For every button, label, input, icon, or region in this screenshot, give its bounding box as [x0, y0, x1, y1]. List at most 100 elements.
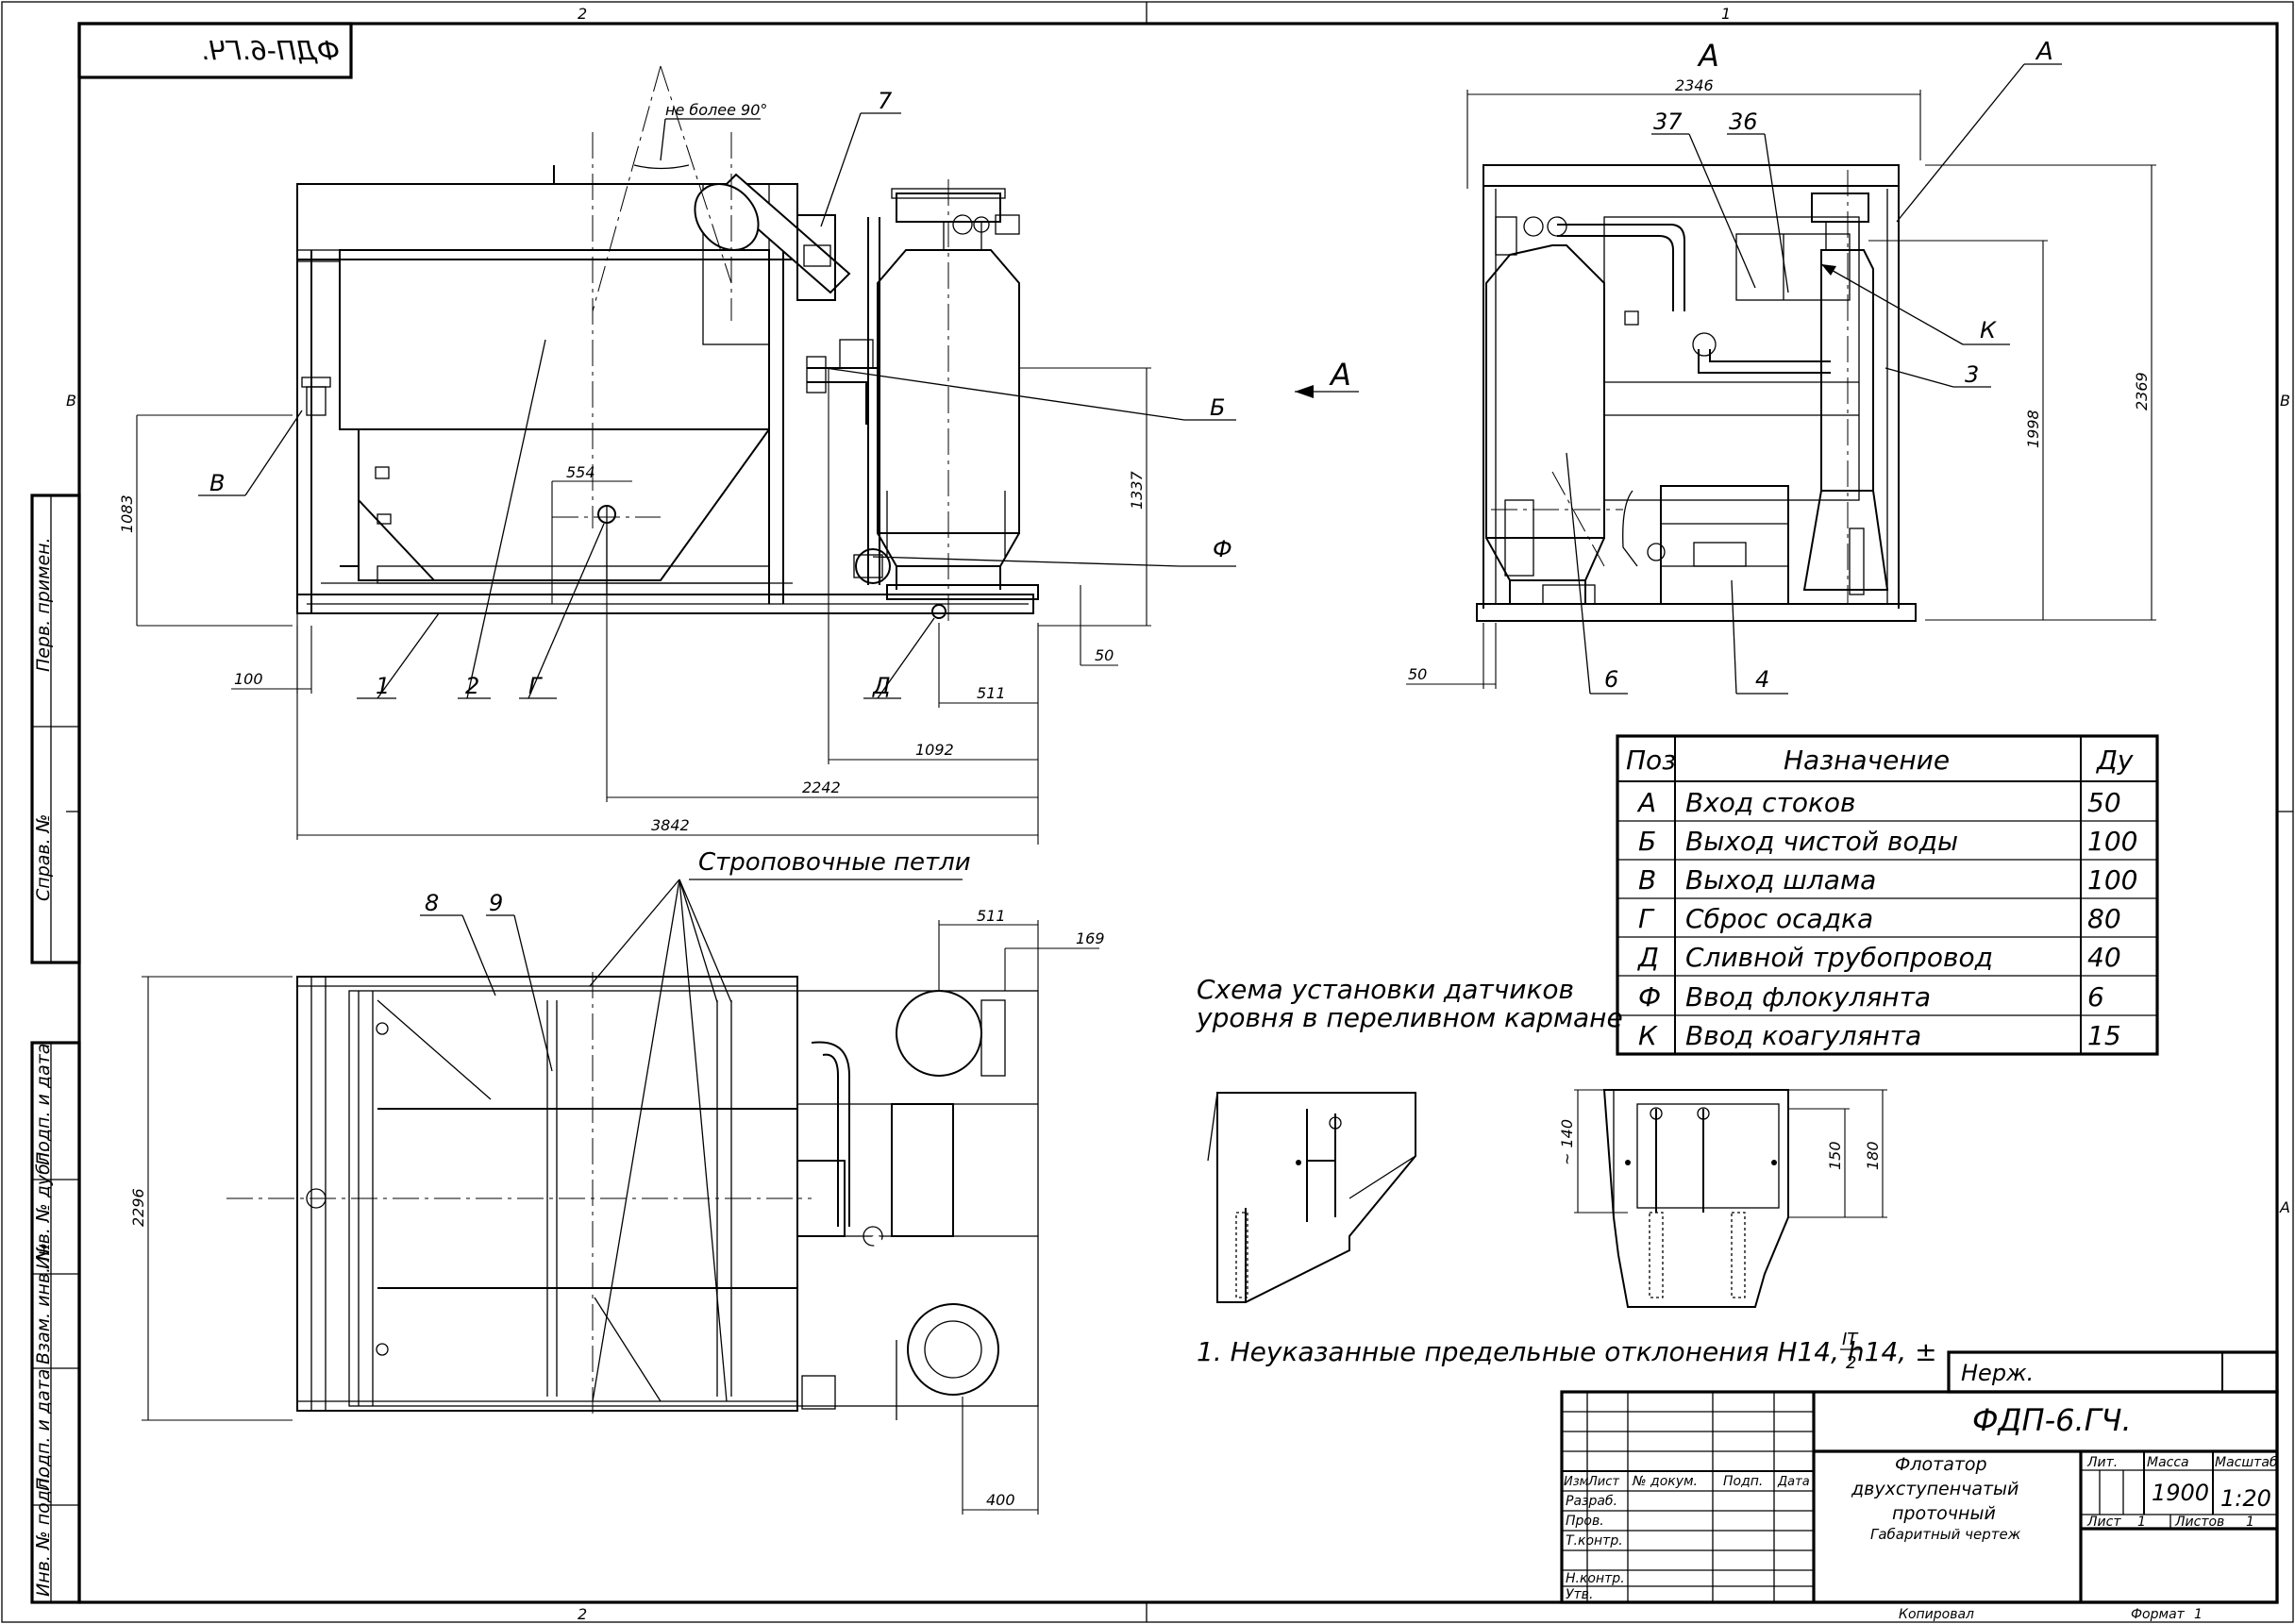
table-header-pos: Поз	[1626, 745, 1676, 776]
callout-9: 9	[489, 890, 503, 916]
table-row: Б Выход чистой воды 100	[1638, 826, 2137, 857]
callout-8: 8	[425, 890, 439, 916]
callout-36: 36	[1729, 109, 1758, 135]
callout-2: 2	[465, 673, 479, 699]
row-pos: Ф	[1638, 981, 1661, 1013]
row-razrab: Разраб.	[1566, 1494, 1617, 1509]
stamp-inv-podl: Инв. № подл.	[33, 1473, 54, 1597]
callout-F: Ф	[1213, 536, 1232, 562]
value-scale: 1:20	[2220, 1485, 2271, 1512]
mirrored-code-box: ФДП-6.ГЧ.	[77, 22, 353, 79]
callout-B: Б	[1210, 394, 1225, 421]
plan-view: 2296 511 169 400 Строповочные петли 8 9	[129, 848, 1105, 1515]
dim-511-plan: 511	[977, 907, 1006, 925]
title-designation: ФДП-6.ГЧ.	[1972, 1402, 2132, 1438]
row-pos: В	[1638, 864, 1656, 896]
dim-1998: 1998	[2024, 410, 2042, 448]
col-ndoc: № докум.	[1632, 1474, 1698, 1489]
title-name-3: проточный	[1892, 1503, 1996, 1524]
table-header-du: Ду	[2095, 745, 2134, 776]
label-massa: Масса	[2147, 1455, 2189, 1470]
label-format: Формат	[2131, 1607, 2186, 1622]
stamp-inv-dubl: Инв. № дубл.	[33, 1147, 54, 1269]
col-izm: Изм	[1564, 1475, 1589, 1489]
dim-2369: 2369	[2133, 372, 2151, 410]
dim-2242: 2242	[802, 779, 841, 796]
lifting-loops-label: Строповочные петли	[698, 848, 971, 877]
stamp-perv-primen: Перв. примен.	[33, 537, 54, 672]
front-view: не более 90° 1 2 Г Д В Б Ф 7 А	[118, 65, 1359, 845]
callout-G: Г	[528, 673, 543, 699]
dim-1337: 1337	[1128, 470, 1146, 510]
label-sheets: Листов	[2174, 1515, 2224, 1530]
callout-6: 6	[1604, 666, 1618, 693]
purpose-table: Поз Назначение Ду А Вход стоков 50 Б Вых…	[1616, 734, 2159, 1056]
tolerance-text: 1. Неуказанные предельные отклонения H14…	[1197, 1336, 1937, 1367]
table-row: К Ввод коагулянта 15	[1638, 1020, 2121, 1051]
zone-label-right-upper: В	[2280, 392, 2290, 410]
label-masshtab: Масштаб	[2215, 1455, 2278, 1470]
title-block: Нерж. Изм Лист № докум. Подп. Дата	[1560, 1350, 2279, 1622]
table-header-name: Назначение	[1784, 745, 1950, 776]
row-name: Сброс осадка	[1685, 903, 1873, 934]
material-label: Нерж.	[1961, 1360, 2034, 1386]
row-du: 6	[2087, 981, 2104, 1013]
zone-label-bottom-left: 2	[578, 1605, 587, 1623]
dim-511-front: 511	[977, 684, 1006, 702]
row-name: Вход стоков	[1685, 787, 1856, 818]
table-row: А Вход стоков 50	[1636, 787, 2121, 818]
dim-169: 169	[1076, 929, 1105, 947]
row-prov: Пров.	[1566, 1514, 1604, 1529]
title-doc-type: Габаритный чертеж	[1870, 1526, 2021, 1543]
zone-label-left: В	[66, 392, 76, 410]
callout-7: 7	[878, 88, 893, 114]
table-row: Г Сброс осадка 80	[1638, 903, 2121, 934]
dim-1083: 1083	[118, 494, 136, 533]
label-copied: Копировал	[1899, 1607, 1974, 1622]
callout-K: К	[1980, 317, 1997, 343]
table-row: В Выход шлама 100	[1638, 864, 2137, 896]
tolerance-numerator: IT	[1842, 1330, 1859, 1349]
row-tkontr: Т.контр.	[1566, 1533, 1623, 1549]
callout-37: 37	[1653, 109, 1683, 135]
view-label: А	[1697, 38, 1719, 74]
zone-label-top-left: 2	[578, 5, 587, 23]
sensor-title-1: Схема установки датчиков	[1197, 974, 1574, 1005]
callout-D: Д	[872, 673, 891, 699]
row-utv: Утв.	[1566, 1587, 1593, 1602]
row-du: 15	[2087, 1020, 2121, 1051]
value-sheets: 1	[2246, 1515, 2254, 1530]
dim-554: 554	[566, 463, 595, 481]
dim-180: 180	[1864, 1141, 1882, 1170]
zone-label-top-right: 1	[1721, 5, 1731, 23]
row-pos: К	[1638, 1020, 1658, 1051]
value-format: 1	[2194, 1607, 2203, 1622]
sensor-scheme: Схема установки датчиков уровня в перели…	[1196, 974, 1887, 1308]
row-name: Ввод коагулянта	[1685, 1020, 1921, 1051]
dim-140: ~ 140	[1558, 1119, 1576, 1165]
callout-4: 4	[1755, 666, 1769, 693]
dim-100: 100	[234, 670, 263, 688]
row-du: 100	[2087, 826, 2137, 857]
callout-1: 1	[376, 673, 390, 699]
dim-1092: 1092	[915, 741, 954, 759]
dim-50-side: 50	[1408, 665, 1427, 683]
mirrored-code: ФДП-6.ГЧ.	[200, 35, 340, 66]
angle-note: не более 90°	[665, 101, 767, 119]
callout-A-side: А	[2035, 38, 2053, 66]
value-sheet: 1	[2137, 1515, 2146, 1530]
tolerance-denominator: 2	[1846, 1353, 1856, 1373]
dim-150: 150	[1826, 1141, 1844, 1170]
front-dimensions: 1083 1337 554 100 50 511 1092 22	[118, 367, 1151, 845]
title-name-2: двухступенчатый	[1851, 1479, 2019, 1499]
view-arrow-label: А	[1329, 357, 1351, 393]
col-podp: Подп.	[1723, 1474, 1763, 1489]
row-name: Сливной трубопровод	[1685, 942, 1993, 973]
label-lit: Лит.	[2086, 1455, 2118, 1470]
dim-3842: 3842	[651, 816, 690, 834]
row-name: Выход чистой воды	[1685, 826, 1958, 857]
row-name: Ввод флокулянта	[1685, 981, 1931, 1013]
dim-400: 400	[986, 1491, 1015, 1509]
row-pos: Б	[1638, 826, 1656, 857]
